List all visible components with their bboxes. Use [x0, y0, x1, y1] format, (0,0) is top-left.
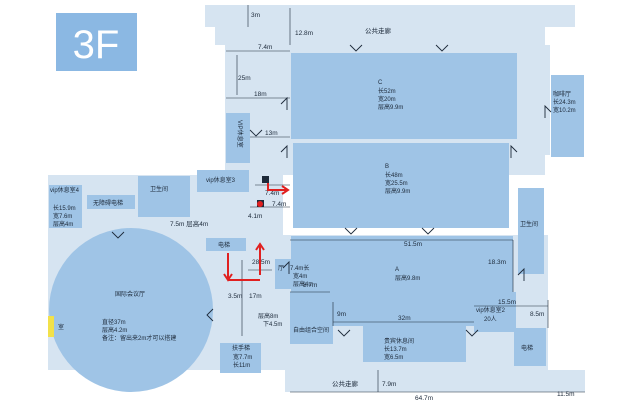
dim-8-5m: 8.5m — [530, 311, 544, 318]
dim-7-9m: 7.9m — [382, 381, 396, 388]
vip-room-3 — [197, 170, 249, 192]
dim-7-4m-c: 7.4m — [272, 201, 286, 208]
hall-b-width: 宽25.5m — [385, 179, 408, 187]
hall-a-name: A — [395, 267, 399, 273]
dim-3m: 3m — [251, 12, 260, 19]
auditorium-side-room — [48, 316, 54, 337]
dim-7-4m-a: 7.4m — [258, 44, 272, 51]
vip-room-4-length: 长15.9m — [53, 204, 76, 212]
vip-room-3-label: vip休息室3 — [206, 176, 236, 184]
auditorium — [49, 228, 213, 392]
hall-b — [293, 143, 509, 228]
hall-c-length: 长52m — [378, 87, 396, 95]
dim-28-5m: 28.5m — [252, 259, 270, 266]
lounge-right-name: 咖啡厅 — [553, 90, 571, 98]
dim-3-5m: 3.5m — [228, 293, 242, 300]
lounge-right — [551, 75, 584, 157]
restroom-left — [138, 176, 190, 217]
dim-7-5m: 7.5m 层高4m — [170, 219, 208, 228]
escalator-width: 宽7.7m — [233, 353, 252, 361]
dim-8-7m: 8.7m — [303, 282, 317, 289]
restroom-right-label: 卫生间 — [520, 220, 538, 228]
restroom-left-label: 卫生间 — [150, 185, 168, 193]
vip-room-2-size: 20人 — [484, 316, 497, 323]
mid-height: 层高8m — [258, 312, 278, 320]
barrier-free-elevator — [87, 195, 135, 209]
dim-15-5m: 15.5m — [498, 299, 516, 306]
vip-lounge — [363, 326, 466, 362]
hall-c-height: 层高9.9m — [378, 103, 403, 111]
auditorium-side-label: 室 — [58, 323, 64, 331]
lounge-right-width: 宽10.2m — [553, 106, 576, 114]
auditorium-diameter: 直径37m — [102, 318, 126, 326]
dim-25m: 25m — [238, 75, 251, 82]
dim-4-1m: 4.1m — [248, 213, 262, 220]
dim-18-3m: 18.3m — [488, 259, 506, 266]
corridor-bottom-label: 公共走廊 — [332, 379, 359, 388]
hall-b-name: B — [385, 164, 389, 170]
marker-dot — [257, 201, 263, 207]
hall-c-width: 宽20m — [378, 95, 396, 103]
dim-7-4m-b: 7.4m — [265, 190, 279, 197]
auditorium-height: 层高4.2m — [102, 326, 127, 334]
vip-lounge-name: 贵宾休息间 — [384, 337, 414, 345]
dimension-lines — [226, 5, 585, 393]
escalator-length: 长11m — [233, 361, 250, 369]
dim-51-5m: 51.5m — [404, 241, 422, 248]
lobby-name: 厅 — [278, 265, 284, 272]
lobby-height-label: 层高4m — [293, 280, 313, 288]
lobby-length: 7.4m长 — [290, 264, 309, 272]
multi-function-room — [290, 292, 333, 344]
vip-room-2-name: vip休息室2 — [476, 306, 506, 314]
vip-room-4-height: 层高4m — [53, 220, 73, 228]
hall-a-height: 层高9.8m — [395, 274, 420, 282]
escalator-name: 扶手梯 — [232, 344, 250, 352]
hall-b-length: 长48m — [385, 171, 403, 179]
escalator — [220, 343, 261, 373]
lobby-width: 宽4m — [293, 272, 307, 280]
dim-9m: 9m — [337, 311, 346, 318]
hall-c-name: C — [378, 80, 383, 86]
door-icons — [111, 44, 552, 337]
floor-title-box — [56, 13, 137, 71]
vip-room-4 — [49, 185, 82, 228]
route-arrows — [223, 176, 290, 282]
vip-lounge-length: 长13.7m — [384, 345, 407, 353]
elevator-right — [514, 328, 546, 366]
dim-32m: 32m — [398, 315, 411, 322]
multi-function-room-label: 自由组合空间 — [293, 326, 329, 334]
restroom-right — [518, 188, 544, 274]
hall-b-height: 层高9.9m — [385, 187, 410, 195]
dim-18m: 18m — [254, 91, 267, 98]
vertical-vip-room — [226, 113, 250, 163]
corridor-top-label: 公共走廊 — [365, 26, 392, 35]
auditorium-name: 国际会议厅 — [115, 290, 145, 298]
vip-room-2 — [474, 292, 516, 332]
vip-room-4-width: 宽7.6m — [53, 212, 72, 220]
hall-c — [291, 53, 517, 139]
lobby — [275, 259, 291, 289]
dim-13m: 13m — [265, 130, 278, 137]
dim-17m: 17m — [249, 293, 262, 300]
vertical-vip-label: VIP休息室 — [236, 120, 244, 148]
elevator-left-label: 电梯 — [218, 241, 230, 249]
elevator-right-label: 电梯 — [521, 344, 533, 352]
lounge-right-length: 长24.3m — [553, 98, 576, 106]
barrier-free-elevator-label: 无障碍电梯 — [93, 199, 123, 207]
mid-height-2: 下4.5m — [263, 321, 282, 328]
vip-lounge-width: 宽6.5m — [384, 353, 403, 361]
transfer-marker — [262, 176, 269, 183]
dim-64-7m: 64.7m — [415, 395, 433, 402]
auditorium-note: 备注：留出来2m才可以搭建 — [102, 334, 176, 342]
dim-12-8m: 12.8m — [295, 30, 313, 37]
floor-title: 3F — [73, 23, 120, 67]
elevator-left — [206, 238, 246, 251]
dim-11-5m: 11.5m — [557, 391, 575, 398]
vip-room-4-name: vip休息室4 — [50, 186, 80, 194]
